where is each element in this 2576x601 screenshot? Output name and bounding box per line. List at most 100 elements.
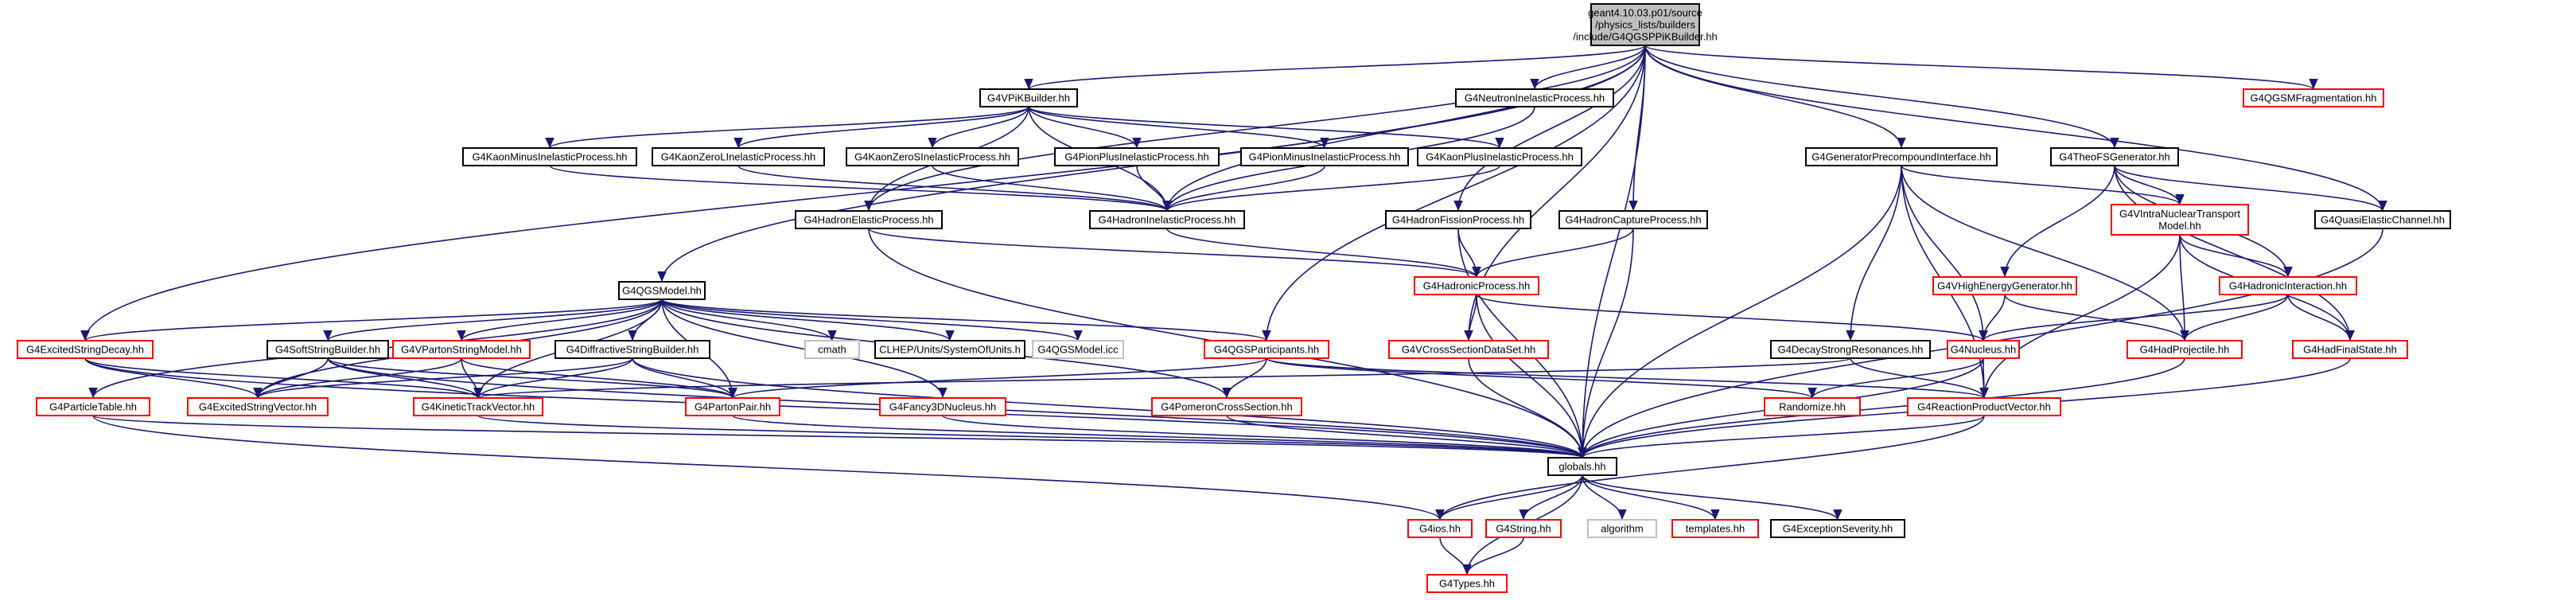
node-hadron-elastic[interactable]: G4HadronElasticProcess.hh [795,210,943,229]
node-types[interactable]: G4Types.hh [1426,574,1508,593]
edge-soft-string-to-excited-vector [253,357,329,399]
edge-globals-to-exception-sev [1582,474,1843,521]
edge-vintra-to-hadronic-interaction [2179,234,2293,278]
node-label: G4QGSParticipants.hh [1214,344,1319,356]
node-quasi-elastic[interactable]: G4QuasiElasticChannel.hh [2314,210,2451,229]
node-kaon-zero-s[interactable]: G4KaonZeroSInelasticProcess.hh [846,147,1019,166]
node-box [804,340,860,359]
node-label: G4VPiKBuilder.hh [987,92,1070,104]
node-qgs-model[interactable]: G4QGSModel.hh [618,281,706,300]
node-v-parton[interactable]: G4VPartonStringModel.hh [392,340,531,359]
edge-v-cross-section-to-globals [1468,357,1587,459]
node-reaction-product[interactable]: G4ReactionProductVector.hh [1907,397,2061,416]
node-exception-sev[interactable]: G4ExceptionSeverity.hh [1770,519,1905,538]
node-box [2127,340,2243,359]
edge-kaon-minus-to-hadron-inel [549,165,1172,212]
node-kinetic-track[interactable]: G4KineticTrackVector.hh [413,397,543,416]
edge-diffractive-to-globals [632,357,1587,459]
node-hadronic-interaction[interactable]: G4HadronicInteraction.hh [2219,276,2357,295]
node-qgsm-frag[interactable]: G4QGSMFragmentation.hh [2243,88,2384,107]
node-kaon-zero-l[interactable]: G4KaonZeroLInelasticProcess.hh [652,147,825,166]
node-pomeron[interactable]: G4PomeronCrossSection.hh [1151,397,1302,416]
node-box [652,147,825,166]
node-fancy3-d[interactable]: G4Fancy3DNucleus.hh [879,397,1006,416]
edge-qgs-model-to-soft-string [323,299,663,341]
node-box [187,397,329,416]
node-had-final-state[interactable]: G4HadFinalState.hh [2292,340,2408,359]
edge-gen-precomp-to-decay-strong [1846,165,1902,341]
node-label: templates.hh [1686,523,1745,535]
node-globals[interactable]: globals.hh [1547,457,1617,476]
node-had-projectile[interactable]: G4HadProjectile.hh [2127,340,2243,359]
edge-fancy3-d-to-globals [942,415,1587,459]
node-vpik[interactable]: G4VPiKBuilder.hh [979,88,1078,107]
edge-qgs-participants-to-reaction-product [1266,357,1989,399]
edge-vpik-to-pion-plus [1028,106,1142,149]
node-neutron-inel[interactable]: G4NeutronInelasticProcess.hh [1455,88,1614,107]
node-box [2111,204,2249,236]
edge-hadronic-process-to-globals [1476,294,1587,459]
node-box [1907,397,2061,416]
node-root[interactable]: geant4.10.03.p01/source/physics_lists/bu… [1573,3,1718,46]
node-label: G4Nucleus.hh [1951,344,2016,356]
edge-root-to-theo-fs [1644,45,2119,149]
node-v-high-energy[interactable]: G4VHighEnergyGenerator.hh [1932,276,2077,295]
edge-root-to-hadron-fission [1453,45,1646,212]
node-pion-plus[interactable]: G4PionPlusInelasticProcess.hh [1054,147,1220,166]
edge-vpik-to-pion-minus [1028,106,1329,149]
edge-root-to-qgs-participants [1262,45,1646,341]
edge-hadronic-interaction-to-had-final-state [2287,294,2355,341]
node-v-cross-section[interactable]: G4VCrossSectionDataSet.hh [1388,340,1549,359]
node-box [1558,210,1708,229]
edge-root-to-qgsm-frag [1644,45,2318,90]
edge-hadronic-process-to-v-cross-section [1464,294,1477,341]
node-clhep-units[interactable]: CLHEP/Units/SystemOfUnits.h [874,340,1025,359]
node-box [874,340,1025,359]
node-hadron-capture[interactable]: G4HadronCaptureProcess.hh [1558,210,1708,229]
node-label: CLHEP/Units/SystemOfUnits.h [879,344,1021,356]
node-ios[interactable]: G4ios.hh [1407,519,1473,538]
node-label: G4ExceptionSeverity.hh [1783,523,1893,535]
edge-particle-table-to-ios [92,415,1445,521]
node-box [2219,276,2357,295]
node-string[interactable]: G4String.hh [1485,519,1562,538]
node-label: G4PartonPair.hh [695,401,771,413]
edge-root-to-quasi-elastic [1644,45,2387,212]
node-hadron-fission[interactable]: G4HadronFissionProcess.hh [1385,210,1531,229]
node-nucleus[interactable]: G4Nucleus.hh [1947,340,2020,359]
edge-diffractive-to-excited-vector [253,357,633,399]
node-label: G4KineticTrackVector.hh [422,401,535,413]
node-label: G4PionPlusInelasticProcess.hh [1064,151,1208,163]
node-soft-string[interactable]: G4SoftStringBuilder.hh [267,340,389,359]
node-theo-fs[interactable]: G4TheoFSGenerator.hh [2050,147,2179,166]
edge-theo-fs-to-quasi-elastic [2114,165,2387,212]
node-particle-table[interactable]: G4ParticleTable.hh [36,397,150,416]
edge-vpik-to-kaon-zero-l [733,106,1029,149]
edge-theo-fs-to-had-final-state [2114,165,2355,341]
node-qgs-participants[interactable]: G4QGSParticipants.hh [1204,340,1329,359]
node-parton-pair[interactable]: G4PartonPair.hh [685,397,780,416]
node-templates[interactable]: templates.hh [1671,519,1759,538]
edge-qgs-participants-to-pomeron [1222,357,1267,399]
node-randomize[interactable]: Randomize.hh [1764,397,1861,416]
node-excited-decay[interactable]: G4ExcitedStringDecay.hh [17,340,154,359]
node-gen-precomp[interactable]: G4GeneratorPrecompoundInterface.hh [1805,147,1998,166]
node-box [2243,88,2384,107]
node-kaon-minus[interactable]: G4KaonMinusInelasticProcess.hh [462,147,637,166]
node-kaon-plus[interactable]: G4KaonPlusInelasticProcess.hh [1417,147,1582,166]
edge-gen-precomp-to-had-projectile [1901,165,2189,341]
node-decay-strong[interactable]: G4DecayStrongResonances.hh [1770,340,1931,359]
edge-root-to-hadron-elastic [864,45,1646,212]
node-hadronic-process[interactable]: G4HadronicProcess.hh [1414,276,1539,295]
edge-ios-to-types [1439,537,1472,576]
node-box [413,397,543,416]
node-excited-vector[interactable]: G4ExcitedStringVector.hh [187,397,329,416]
node-cmath: cmath [804,340,860,359]
edge-qgs-model-to-v-parton [457,299,663,341]
node-hadron-inel[interactable]: G4HadronInelasticProcess.hh [1089,210,1245,229]
node-diffractive[interactable]: G4DiffractiveStringBuilder.hh [555,340,710,359]
node-pion-minus[interactable]: G4PionMinusInelasticProcess.hh [1240,147,1409,166]
edge-soft-string-to-kinetic-track [327,357,483,399]
